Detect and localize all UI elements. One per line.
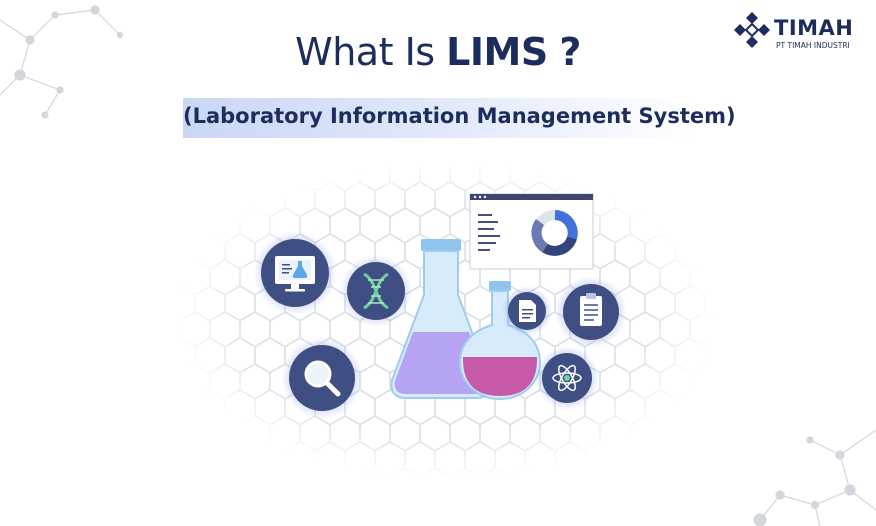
magnifier-icon [281, 337, 363, 419]
title-question-mark: ? [559, 30, 581, 74]
monitor-flask-icon [253, 231, 337, 315]
atom-icon [535, 346, 599, 410]
dashboard-donut-icon [469, 193, 594, 270]
timah-logo-icon [734, 12, 770, 48]
logo-name: TIMAH [774, 16, 854, 40]
title-regular: What Is [295, 30, 435, 74]
document-icon [502, 286, 552, 336]
page-subtitle: (Laboratory Information Management Syste… [183, 104, 736, 128]
clipboard-icon [555, 276, 627, 348]
timah-logo: TIMAH PT TIMAH INDUSTRI [734, 10, 866, 54]
dna-icon [340, 255, 412, 327]
page-title: What Is LIMS ? [0, 30, 876, 74]
round-flask-icon [458, 281, 542, 400]
logo-subtitle: PT TIMAH INDUSTRI [776, 41, 850, 50]
title-bold: LIMS [446, 30, 548, 74]
corner-molecule-decoration-top-left [0, 5, 124, 119]
subtitle-band [183, 98, 695, 138]
corner-molecule-decoration-bottom-right [753, 429, 876, 526]
